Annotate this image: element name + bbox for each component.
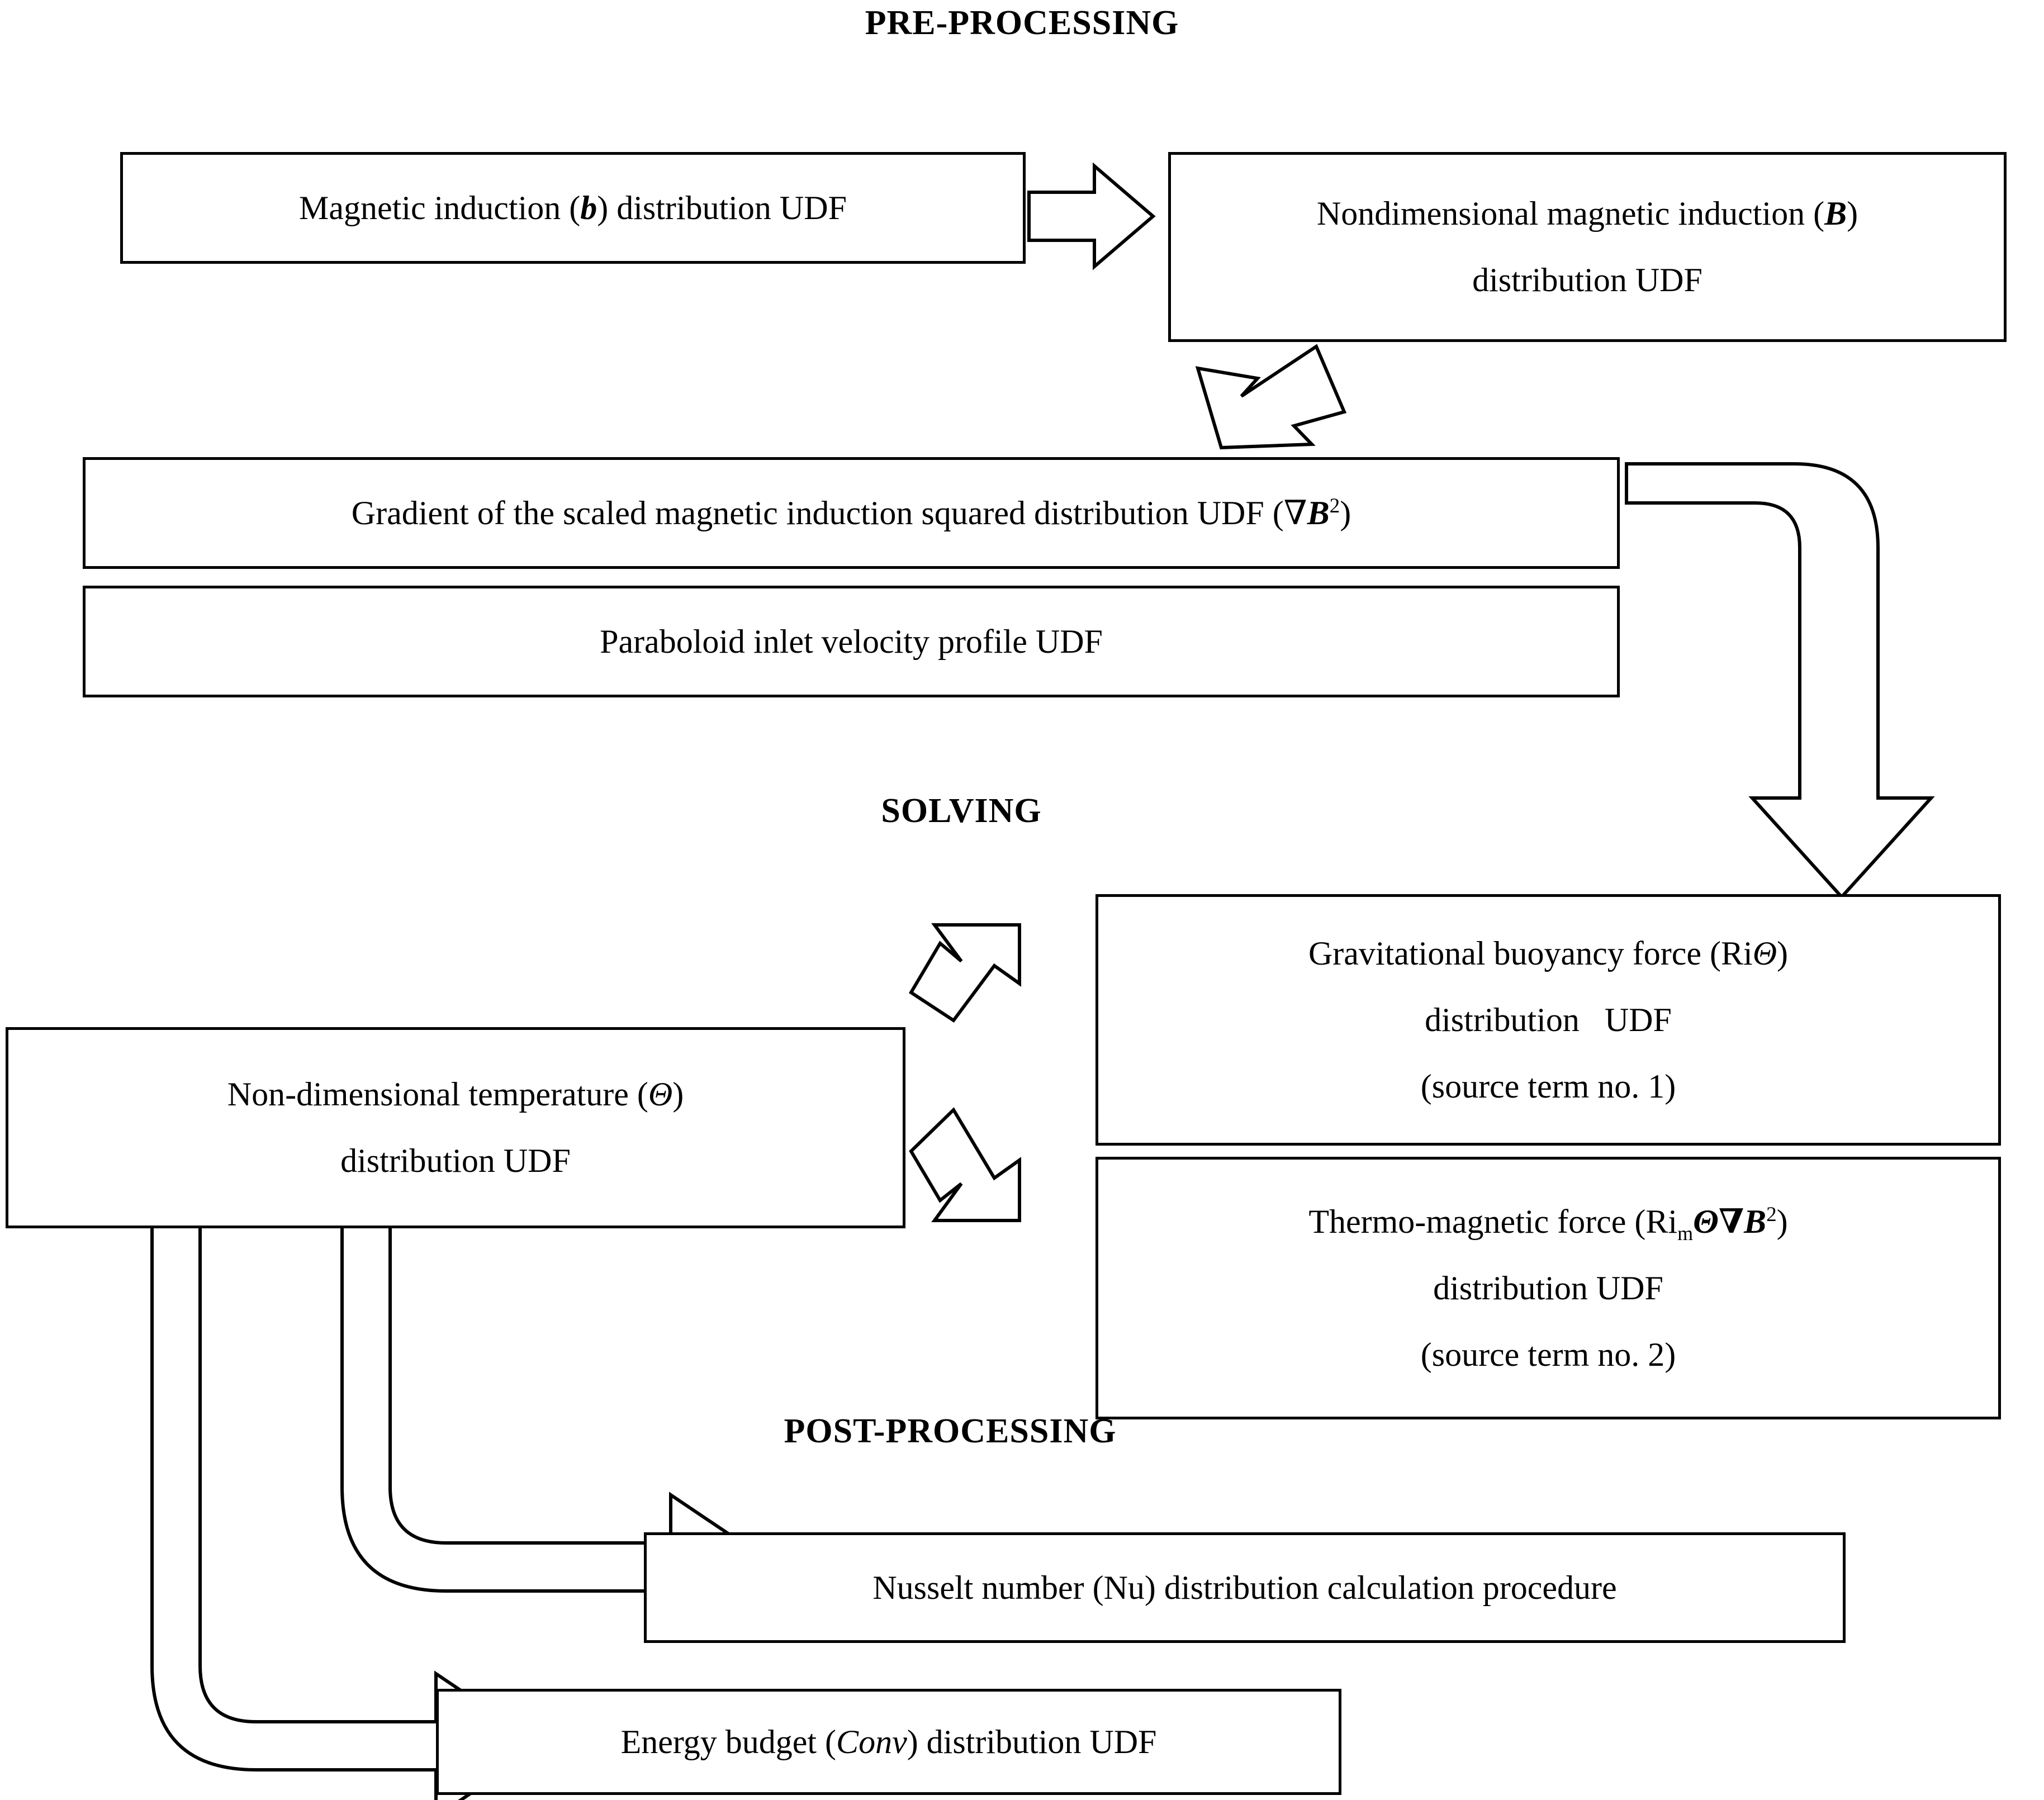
node-energy-budget[interactable]: Energy budget (Conv) distribution UDF [436, 1689, 1341, 1795]
section-title-solving: SOLVING [881, 792, 1042, 830]
node-nusselt-number[interactable]: Nusselt number (Nu) distribution calcula… [644, 1532, 1846, 1643]
arrow-temp-to-thermomag-icon [909, 1107, 1021, 1222]
node-gravitational-buoyancy-line-1: Gravitational buoyancy force (RiΘ) [1308, 934, 1789, 972]
node-paraboloid-inlet[interactable]: Paraboloid inlet velocity profile UDF [83, 586, 1620, 697]
node-thermo-magnetic-line-1: Thermo-magnetic force (RimΘ∇B2) [1308, 1203, 1788, 1245]
node-nondimensional-induction-line-1: Nondimensional magnetic induction (B) [1316, 195, 1858, 232]
section-title-post-processing: POST-PROCESSING [784, 1412, 1117, 1450]
node-magnetic-induction-line-1: Magnetic induction (b) distribution UDF [299, 189, 847, 226]
node-gravitational-buoyancy[interactable]: Gravitational buoyancy force (RiΘ) distr… [1095, 894, 2001, 1146]
node-gradient-scaled[interactable]: Gradient of the scaled magnetic inductio… [83, 457, 1620, 569]
node-thermo-magnetic-line-2: distribution UDF [1433, 1269, 1663, 1307]
node-thermo-magnetic[interactable]: Thermo-magnetic force (RimΘ∇B2) distribu… [1095, 1157, 2001, 1419]
node-nondimensional-induction[interactable]: Nondimensional magnetic induction (B) di… [1168, 152, 2007, 342]
node-gravitational-buoyancy-line-2: distribution UDF [1425, 1001, 1672, 1038]
node-gravitational-buoyancy-line-3: (source term no. 1) [1420, 1067, 1676, 1105]
node-magnetic-induction[interactable]: Magnetic induction (b) distribution UDF [120, 152, 1026, 264]
arrow-temp-to-nusselt-icon [340, 1219, 780, 1641]
node-thermo-magnetic-line-3: (source term no. 2) [1420, 1336, 1676, 1373]
node-energy-budget-line-1: Energy budget (Conv) distribution UDF [620, 1723, 1157, 1760]
node-gradient-scaled-line-1: Gradient of the scaled magnetic inductio… [351, 494, 1351, 531]
arrow-nondim-to-gradient-icon [1195, 344, 1347, 450]
node-paraboloid-inlet-line-1: Paraboloid inlet velocity profile UDF [600, 623, 1103, 660]
arrow-temp-to-buoyancy-icon [908, 923, 1021, 1023]
node-nondimensional-temperature-line-1: Non-dimensional temperature (Θ) [227, 1076, 684, 1113]
section-title-pre-processing: PRE-PROCESSING [865, 4, 1179, 42]
node-nondimensional-induction-line-2: distribution UDF [1472, 262, 1702, 298]
arrow-gradient-to-buoyancy-icon [1625, 462, 1935, 900]
node-nondimensional-temperature[interactable]: Non-dimensional temperature (Θ) distribu… [6, 1027, 905, 1228]
node-nusselt-number-line-1: Nusselt number (Nu) distribution calcula… [872, 1569, 1617, 1606]
arrow-mag-to-nondim-icon [1027, 162, 1156, 270]
node-nondimensional-temperature-line-2: distribution UDF [340, 1142, 571, 1179]
